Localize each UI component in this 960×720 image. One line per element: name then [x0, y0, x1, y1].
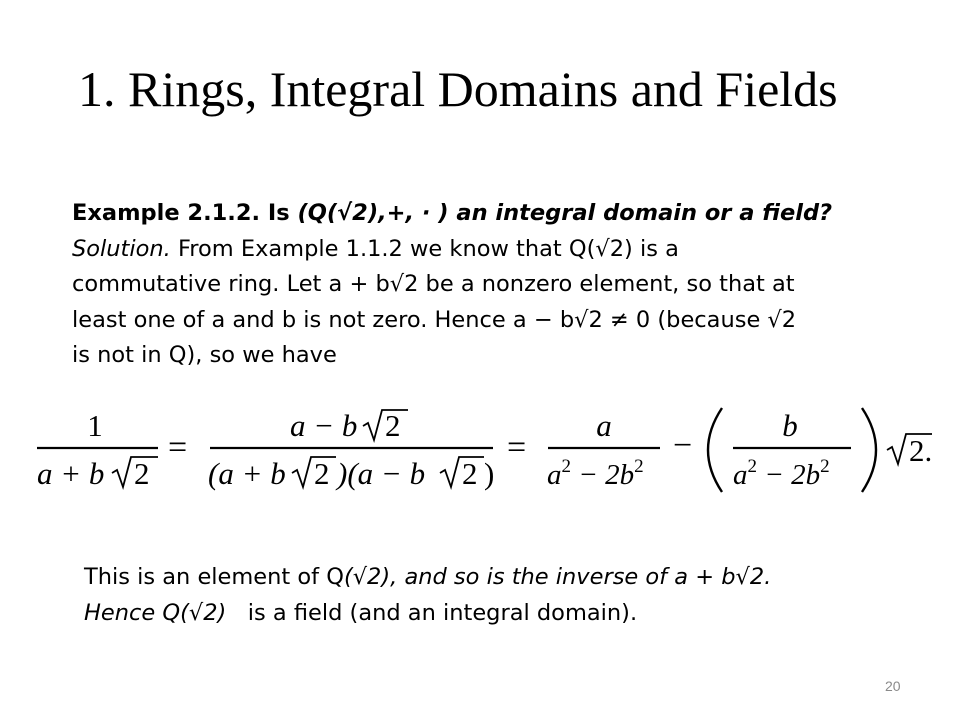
- eq-numerator-3: a: [596, 408, 612, 443]
- eq-sqrt-two: 2: [385, 408, 401, 443]
- solution-line-4: is not in Q), so we have: [72, 342, 337, 368]
- eq-sqrt-sign: [111, 456, 158, 491]
- eq-minus: −: [673, 427, 692, 464]
- eq-numerator-1: 1: [87, 408, 103, 443]
- eq-denominator-1: a + b: [37, 456, 104, 491]
- eq-denominator-2c: ): [484, 456, 494, 491]
- page-number: 20: [885, 678, 901, 694]
- eq-sqrt-sign: [291, 456, 336, 491]
- eq-equals-2: =: [507, 429, 526, 466]
- example-question: (Q(√2),+, · ) an integral domain or a fi…: [297, 200, 833, 226]
- eq-sqrt-sign: [362, 409, 408, 444]
- conclusion-line-1-a: This is an element of Q: [84, 564, 344, 590]
- solution-line-1-text: From Example 1.1.2 we know that Q(√2) is…: [170, 235, 679, 262]
- eq-equals-1: =: [168, 429, 187, 466]
- slide-title: 1. Rings, Integral Domains and Fields: [78, 61, 838, 117]
- eq-denominator-2a: (a + b: [208, 456, 286, 491]
- conclusion-line-2-b: is a field (and an integral domain).: [226, 600, 638, 626]
- conclusion-text: This is an element of Q(√2), and so is t…: [84, 559, 771, 631]
- solution-label: Solution.: [72, 235, 171, 262]
- eq-numerator-4: b: [782, 408, 798, 443]
- eq-denominator-2b: )(a − b: [335, 456, 425, 491]
- solution-line-2: commutative ring. Let a + b√2 be a nonze…: [72, 271, 795, 297]
- eq-trailing-sqrt-two: 2.: [909, 433, 932, 468]
- eq-denominator-3: a2 − 2b2: [547, 456, 644, 491]
- conclusion-line-2-a: Hence Q(√2): [84, 600, 227, 626]
- equation-svg: 1 a + b 2 = a − b 2 (a + b 2 )(a − b 2 )…: [37, 407, 932, 493]
- eq-sqrt-sign: [886, 433, 932, 468]
- conclusion-line-2: Hence Q(√2) is a field (and an integral …: [84, 595, 771, 631]
- eq-sqrt-two: 2: [462, 456, 478, 491]
- eq-sqrt-two: 2: [314, 456, 330, 491]
- example-label: Example 2.1.2. Is: [72, 200, 298, 226]
- eq-numerator-2: a − b: [290, 408, 357, 443]
- conclusion-line-1-b: (√2), and so is the inverse of a + b√2.: [343, 564, 772, 590]
- solution-line-1: Solution. From Example 1.1.2 we know tha…: [72, 232, 932, 268]
- eq-sqrt-sign: [439, 456, 484, 491]
- solution-line-3: least one of a and b is not zero. Hence …: [72, 306, 797, 333]
- eq-left-paren: [706, 407, 723, 493]
- inverse-equation: 1 a + b 2 = a − b 2 (a + b 2 )(a − b 2 )…: [0, 400, 960, 515]
- eq-denominator-4: a2 − 2b2: [733, 456, 830, 491]
- eq-right-paren: [861, 407, 878, 493]
- eq-sqrt-two: 2: [134, 456, 150, 491]
- example-text: Example 2.1.2. Is (Q(√2),+, · ) an integ…: [72, 196, 932, 374]
- conclusion-line-1: This is an element of Q(√2), and so is t…: [84, 559, 771, 595]
- example-heading-line: Example 2.1.2. Is (Q(√2),+, · ) an integ…: [72, 196, 932, 232]
